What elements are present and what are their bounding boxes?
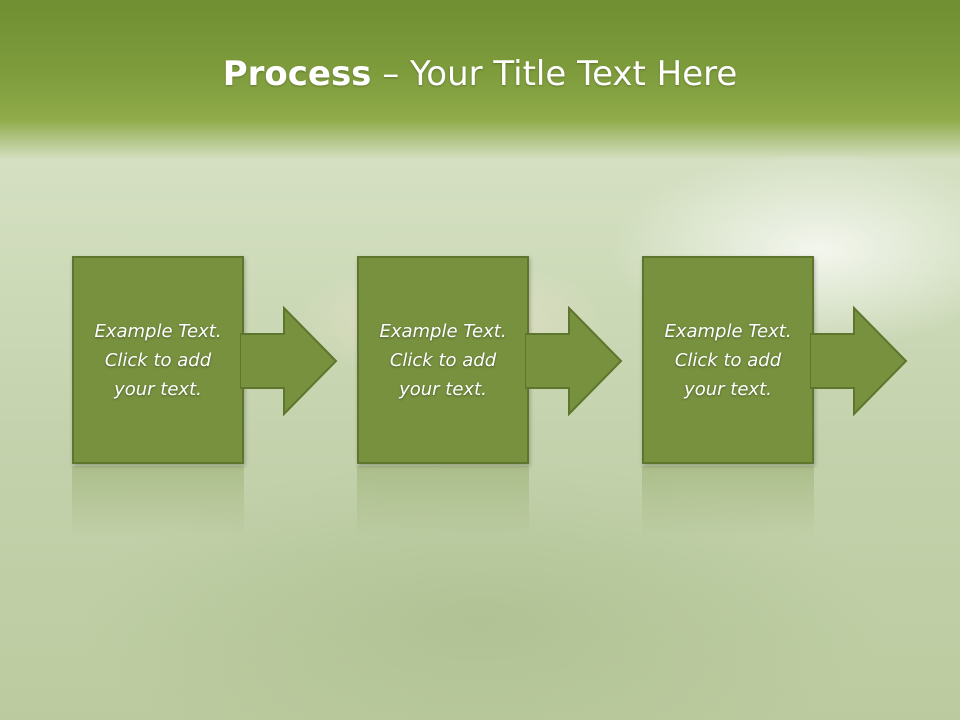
- process-step-2: Example Text. Click to add your text.: [357, 256, 703, 466]
- step-reflection-2: [357, 466, 529, 536]
- slide-title[interactable]: Process – Your Title Text Here: [0, 50, 960, 98]
- title-bold: Process: [222, 54, 372, 94]
- step-3-line-3: your text.: [684, 378, 772, 400]
- right-arrow-icon: [810, 306, 908, 416]
- step-1-line-3: your text.: [114, 378, 202, 400]
- step-box-1[interactable]: Example Text. Click to add your text.: [72, 256, 244, 464]
- step-1-line-1: Example Text.: [94, 320, 222, 342]
- step-3-line-2: Click to add: [674, 349, 782, 371]
- step-reflection-1: [72, 466, 244, 536]
- step-text-2: Example Text. Click to add your text.: [379, 317, 506, 404]
- step-box-3[interactable]: Example Text. Click to add your text.: [642, 256, 814, 464]
- step-reflection-3: [642, 466, 814, 536]
- step-1-line-2: Click to add: [104, 349, 212, 371]
- step-text-1: Example Text. Click to add your text.: [94, 317, 221, 404]
- step-text-3: Example Text. Click to add your text.: [664, 317, 791, 404]
- right-arrow-icon: [525, 306, 623, 416]
- step-2-line-3: your text.: [399, 378, 487, 400]
- right-arrow-icon: [240, 306, 338, 416]
- step-box-2[interactable]: Example Text. Click to add your text.: [357, 256, 529, 464]
- step-2-line-2: Click to add: [389, 349, 497, 371]
- process-step-1: Example Text. Click to add your text.: [72, 256, 418, 466]
- process-step-3: Example Text. Click to add your text.: [642, 256, 960, 466]
- title-rest: – Your Title Text Here: [371, 54, 738, 94]
- step-3-line-1: Example Text.: [664, 320, 792, 342]
- step-2-line-1: Example Text.: [379, 320, 507, 342]
- title-bar: [0, 0, 960, 160]
